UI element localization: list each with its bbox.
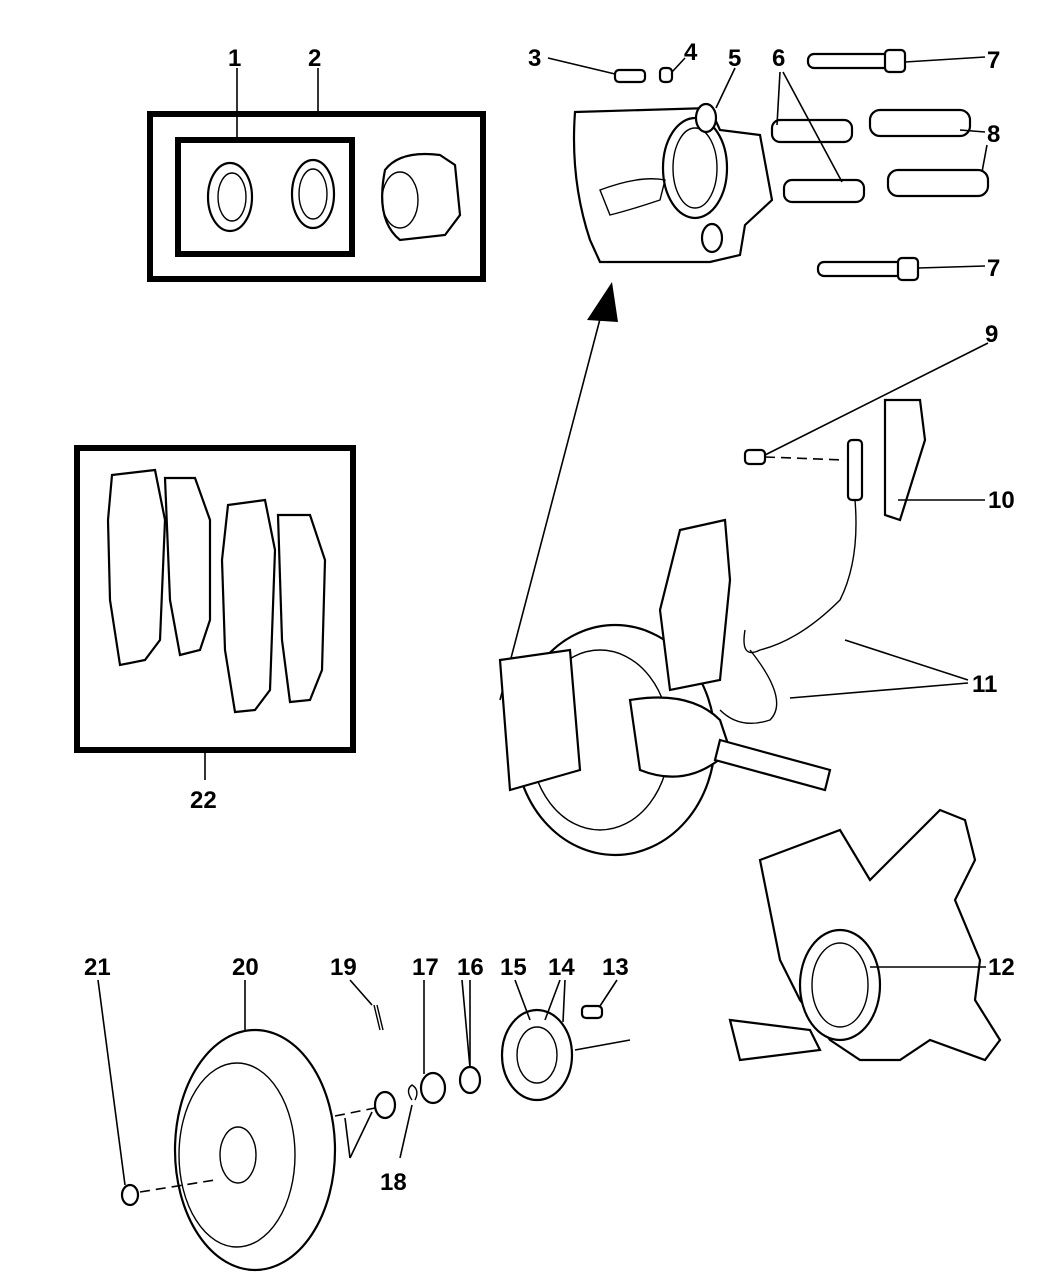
- brake-assembly-main: [498, 518, 832, 857]
- hub-bolt: [580, 1004, 604, 1020]
- lug-nut: [120, 1183, 140, 1207]
- drive-shaft: [713, 738, 832, 792]
- guide-bushing-lower: [886, 168, 990, 198]
- nut-retainer: [373, 1090, 397, 1120]
- rotor-and-hub: [120, 1004, 631, 1272]
- callout-3: 3: [528, 45, 541, 72]
- callout-5: 5: [728, 45, 741, 72]
- callout-6: 6: [772, 45, 785, 72]
- callout-22: 22: [190, 787, 217, 814]
- callout-8: 8: [987, 121, 1000, 148]
- callout-19: 19: [330, 954, 357, 981]
- guide-pin-lower: [782, 178, 866, 204]
- steering-knuckle: [728, 808, 1002, 1062]
- guide-pin-upper: [770, 118, 854, 144]
- callout-20: 20: [232, 954, 259, 981]
- piston-seal-kit-box: [147, 111, 486, 282]
- callout-21: 21: [84, 954, 111, 981]
- callout-16: 16: [457, 954, 484, 981]
- callout-4: 4: [684, 39, 698, 66]
- callout-7-upper: 7: [987, 47, 1000, 74]
- seal-kit-group: [147, 111, 486, 282]
- caliper-bolt-upper: [806, 48, 907, 74]
- hub-bearing: [500, 1008, 574, 1102]
- guide-bushing-upper: [868, 108, 972, 138]
- callout-7-lower: 7: [987, 255, 1000, 282]
- callout-14: 14: [548, 954, 575, 981]
- abs-sensor-group: [719, 398, 927, 724]
- seal-set-box: [175, 137, 355, 257]
- callout-13: 13: [602, 954, 629, 981]
- caliper-bolt-lower: [816, 256, 920, 282]
- brake-pad-kit-box: [74, 445, 356, 753]
- strut: [658, 518, 732, 692]
- callout-2: 2: [308, 45, 321, 72]
- cotter-pin: [373, 1004, 384, 1031]
- callout-9: 9: [985, 321, 998, 348]
- callout-15: 15: [500, 954, 527, 981]
- hub-nut: [419, 1071, 447, 1105]
- spring-washer: [407, 1084, 418, 1101]
- leader-lines: [97, 56, 989, 1186]
- sensor-cable: [743, 499, 857, 654]
- bleed-screw: [613, 66, 674, 84]
- dust-boot: [206, 161, 254, 233]
- callout-11: 11: [972, 671, 997, 698]
- bleed-cap: [658, 66, 674, 84]
- callout-17: 17: [412, 954, 439, 981]
- brake-rotor: [173, 1028, 337, 1272]
- cv-boot: [628, 696, 732, 778]
- callouts: 1 2 3 4 5 6 7 7 8 9 10 11 12 13 14 15 16…: [84, 39, 1015, 1196]
- sensor-bracket: [883, 398, 927, 522]
- assembly-arrow-line: [499, 299, 606, 701]
- brake-pads-group: [74, 445, 356, 753]
- callout-10: 10: [988, 487, 1015, 514]
- assembled-caliper: [498, 648, 582, 792]
- callout-18: 18: [380, 1169, 407, 1196]
- sensor-bolt: [743, 448, 767, 466]
- callout-12: 12: [988, 954, 1015, 981]
- wheel-speed-sensor: [846, 438, 864, 502]
- caliper-housing: [572, 102, 774, 264]
- callout-1: 1: [228, 45, 241, 72]
- washer: [458, 1065, 482, 1095]
- arrow-head-icon: [587, 282, 618, 322]
